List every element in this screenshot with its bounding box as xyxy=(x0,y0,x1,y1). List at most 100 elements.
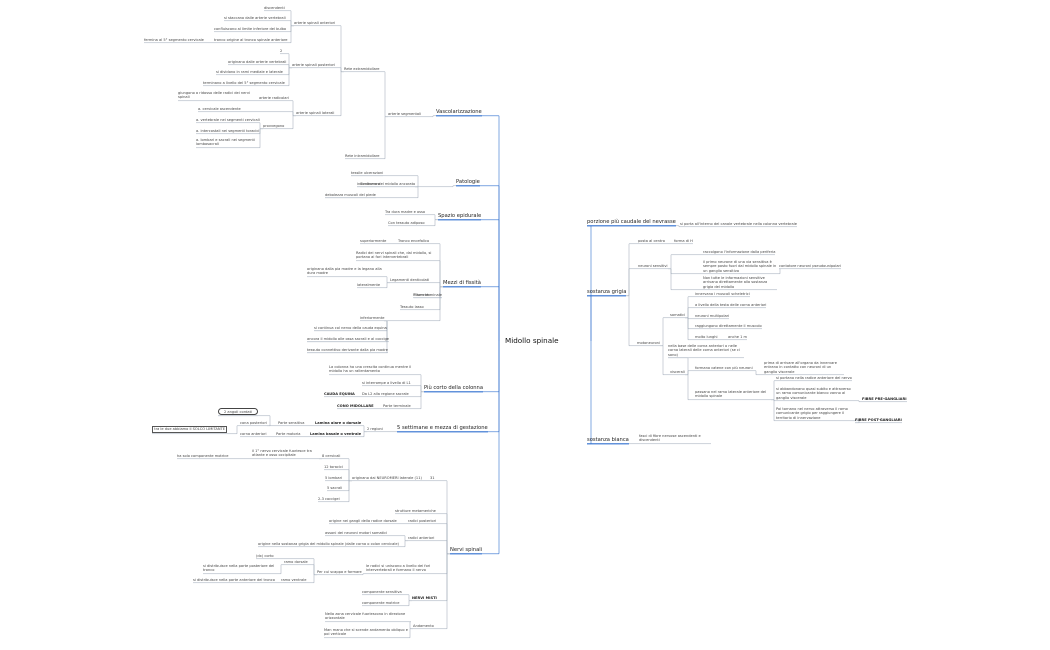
branch-node-pato[interactable]: Patologie xyxy=(456,179,480,185)
node-set4[interactable]: Parte sensitiva xyxy=(278,421,305,425)
branch-node-porz[interactable]: porzione più caudale del nevrasse xyxy=(587,219,676,225)
node-ns31[interactable]: 31 xyxy=(430,476,435,480)
node-aseg[interactable]: arterie segmentali xyxy=(388,112,422,116)
node-set7[interactable]: corna anteriori xyxy=(240,432,267,436)
node-g21[interactable]: si portano nella radice anteriore del ne… xyxy=(776,376,852,380)
node-ns25[interactable]: Andamento xyxy=(413,624,434,628)
node-g24[interactable]: Poi tornano nel nervo attraverso il ramo… xyxy=(776,407,848,420)
node-g10[interactable]: innervano i muscoli scheletrici xyxy=(695,292,750,296)
node-asp4[interactable]: terminano a livello del 5° segmento cerv… xyxy=(203,81,285,85)
node-mez12[interactable]: ancora il midollo alle ossa sacrali e al… xyxy=(307,337,389,341)
node-g1[interactable]: posta al centro xyxy=(638,239,665,243)
node-set2[interactable]: Lamina alare o dorsale xyxy=(315,421,362,425)
node-ns20[interactable]: ramo ventrale xyxy=(281,578,307,582)
node-g12[interactable]: neuroni multipolari xyxy=(695,314,730,318)
node-mez9[interactable]: Tessuto lasso xyxy=(400,305,424,309)
node-set6[interactable]: cona posteriori xyxy=(240,421,267,425)
node-ns4[interactable]: ha solo componente motrice xyxy=(177,454,229,458)
node-asa3[interactable]: confluiscono al limite inferiore del bul… xyxy=(214,27,287,31)
node-g9[interactable]: somatici xyxy=(670,313,686,317)
node-cor2[interactable]: si interrompe a livello di L1 xyxy=(362,381,411,385)
node-ns15[interactable]: Per cui scappa e formare xyxy=(317,570,362,574)
node-asp3[interactable]: si dividono in rami mediale e laterale xyxy=(216,70,283,74)
node-extra[interactable]: Rete extramidollare xyxy=(344,67,380,71)
branch-node-vasc[interactable]: Vascolarizzazione xyxy=(436,109,482,115)
node-asl2[interactable]: arterie radicolari xyxy=(259,96,289,100)
node-mez6[interactable]: lateralmente xyxy=(357,283,381,287)
node-mez7[interactable]: Filum terminale xyxy=(414,293,442,297)
node-cor4[interactable]: Da L2 alla regione sacrale xyxy=(362,392,409,396)
branch-node-epid[interactable]: Spazio epidurale xyxy=(438,213,482,219)
node-ns8[interactable]: 2-3 coccigei xyxy=(318,497,340,501)
node-pato2[interactable]: tessile ulcerazioni xyxy=(351,171,384,175)
node-ns13[interactable]: assoni dei neuroni motori somatici xyxy=(325,531,388,535)
node-ns10[interactable]: radici posteriori xyxy=(408,519,437,523)
node-set3[interactable]: Lamina basale o ventrale xyxy=(310,432,362,436)
node-mez3[interactable]: Radici dei nervi spinali che, dal midoll… xyxy=(356,251,432,260)
node-ns14[interactable]: origine nella sostanza grigia del midoll… xyxy=(258,542,399,546)
node-pato1[interactable]: Sindrome del midollo ancorato xyxy=(360,182,416,186)
node-ns5[interactable]: 12 toracici xyxy=(324,465,343,469)
node-g4[interactable]: raccolgono l'informazione dalla periferi… xyxy=(703,250,776,254)
branch-node-corto[interactable]: Più corto della colonna xyxy=(424,385,483,391)
node-g15[interactable]: anche 1 m xyxy=(728,335,748,339)
node-g19[interactable]: prima di arrivare all'organo da innervar… xyxy=(764,361,837,374)
node-mez5[interactable]: originano dalla pia madre e la legano al… xyxy=(307,267,382,276)
node-bian1[interactable]: fasci di fibre nervose ascendenti e disc… xyxy=(639,434,701,443)
node-mez11[interactable]: si continua col nervo della cauda equina xyxy=(314,326,387,330)
node-set1[interactable]: 2 regioni xyxy=(367,427,383,431)
node-epid1[interactable]: Tra dura madre e osso xyxy=(385,210,426,214)
node-g17[interactable]: nella base delle corna anteriori o nelle… xyxy=(668,344,740,357)
branch-node-sett[interactable]: 5 settimane e mezza di gestazione xyxy=(397,425,488,431)
node-g16[interactable]: viscerali xyxy=(670,370,685,374)
node-g14[interactable]: molto lunghi xyxy=(695,335,718,339)
node-ns19[interactable]: si distribuisce nella parte posteriore d… xyxy=(203,564,275,573)
node-g8[interactable]: motoneuroni xyxy=(637,341,660,345)
node-asa1[interactable]: discendenti xyxy=(264,6,285,10)
node-set5[interactable]: Parte motoria xyxy=(276,432,301,436)
node-ns27[interactable]: Man mano che si scende andamento obliquo… xyxy=(324,628,408,637)
node-asp[interactable]: arterie spinali posteriori xyxy=(292,63,336,67)
node-ns7[interactable]: 5 sacrali xyxy=(327,486,343,490)
node-ns26[interactable]: Nella zona cervicale fuoriescono in dire… xyxy=(325,612,406,621)
node-asa5[interactable]: fermina al 5° segmento cervicale xyxy=(144,38,204,42)
node-asl7[interactable]: provvegono xyxy=(263,124,285,128)
node-cor5[interactable]: CONO MIDOLLARE xyxy=(337,404,374,408)
node-intra[interactable]: Rete intramidollare xyxy=(345,154,380,158)
node-mez8[interactable]: Filamento xyxy=(413,293,431,297)
node-g18[interactable]: formano catene con più neuroni xyxy=(695,366,753,370)
node-cor1[interactable]: La colonna ha una crescita continua ment… xyxy=(329,365,412,374)
node-g11[interactable]: a livello della testa delle corna anteri… xyxy=(695,303,767,307)
node-asl3[interactable]: a. cervicale ascendente xyxy=(198,107,241,111)
branch-node-nervi[interactable]: Nervi spinali xyxy=(450,547,483,553)
node-asa2[interactable]: si staccano dalle arterie vertebrali xyxy=(224,16,286,20)
node-g20[interactable]: passano nel ramo laterale anteriore del … xyxy=(695,390,767,399)
node-pato3[interactable]: incontinenza xyxy=(357,182,380,186)
node-asp1[interactable]: 2 xyxy=(280,49,283,53)
node-epid2[interactable]: Con tessuto adiposo xyxy=(388,221,425,225)
node-ns17[interactable]: (dx) corto xyxy=(256,554,274,558)
node-g22[interactable]: si abbandonano quasi subito e attraverso… xyxy=(776,387,851,400)
root-node[interactable]: Midollo spinale xyxy=(505,336,559,345)
node-cor3[interactable]: CAUDA EQUINA xyxy=(324,392,355,396)
node-asl1[interactable]: giungono a ridosso delle radici dei nerv… xyxy=(178,91,250,100)
node-ns22[interactable]: NERVI MISTI xyxy=(412,596,437,600)
node-set8[interactable]: tra le due abbiamo il SOLCO LIMITANTE xyxy=(152,426,228,434)
branch-node-grig[interactable]: sostanza grigia xyxy=(587,289,627,295)
node-pato4[interactable]: debolezza muscoli del piede xyxy=(325,193,376,197)
branch-node-mezzi[interactable]: Mezzi di fissità xyxy=(443,280,481,286)
node-asp2[interactable]: originano dalle arterie vertebrali xyxy=(228,60,287,64)
node-mez1[interactable]: Tronco encefalico xyxy=(398,239,430,243)
node-g7[interactable]: Non tutte le informazioni sensitive arri… xyxy=(703,276,768,289)
node-ns11[interactable]: origine nei gangli della radice dorsale xyxy=(329,519,397,523)
node-porz1[interactable]: si porta all'interno del canale vertebra… xyxy=(680,222,797,226)
node-ns21[interactable]: si distribuisce nella parte anteriore de… xyxy=(193,578,275,582)
node-mez4[interactable]: Legamenti denticolati xyxy=(390,278,430,282)
node-g3[interactable]: neuroni sensitivi xyxy=(638,264,668,268)
node-asl[interactable]: arterie spinali laterali xyxy=(296,111,335,115)
node-asa4[interactable]: tronco origine al tronco spinale anterio… xyxy=(214,38,288,42)
node-g2[interactable]: forma di H xyxy=(674,239,693,243)
node-mez13[interactable]: tessuto connettivo derivante dalla pia m… xyxy=(307,348,388,352)
node-ns3[interactable]: il 1° nervo cervicale fuoriesce tra atla… xyxy=(252,449,312,458)
node-ns6[interactable]: 5 lombari xyxy=(325,476,343,480)
